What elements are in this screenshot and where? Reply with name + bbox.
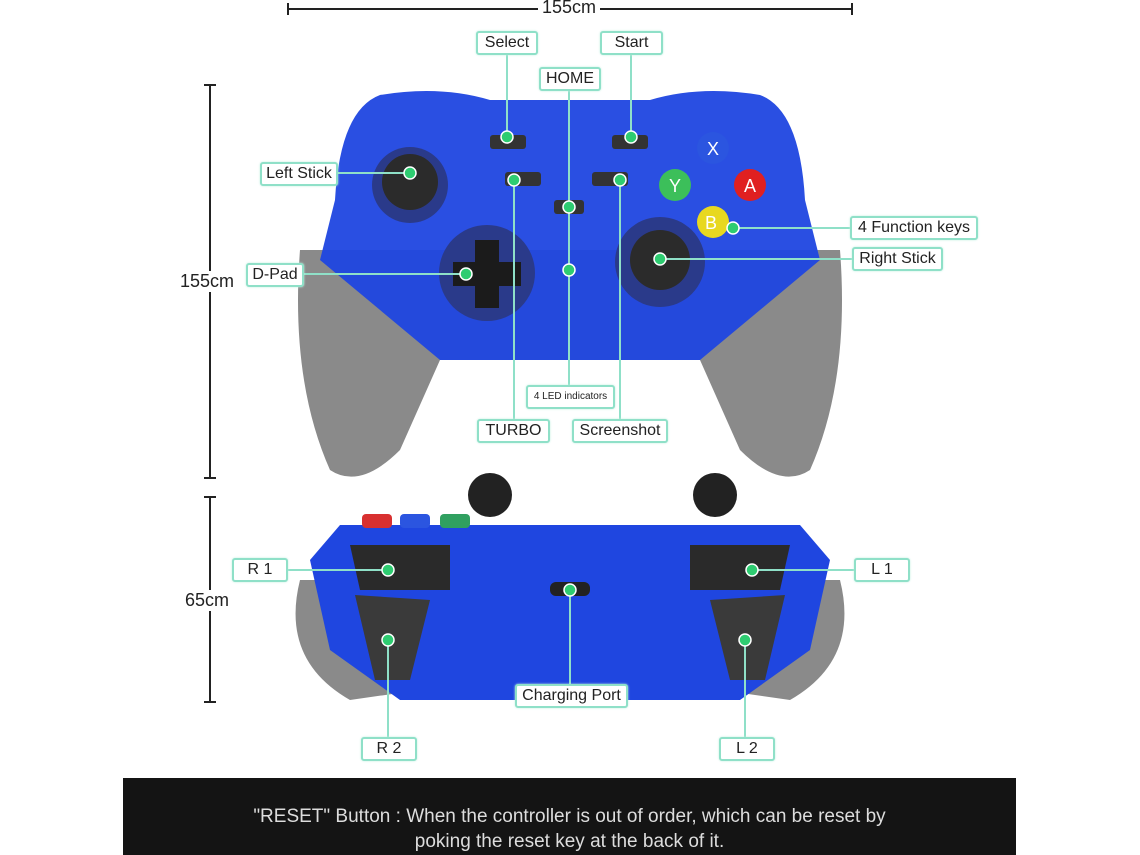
depth-dimension: 65cm [185, 590, 230, 611]
label-screenshot: Screenshot [572, 419, 668, 443]
label-select: Select [476, 31, 538, 55]
label-led-indicators: 4 LED indicators [526, 385, 615, 409]
label-start: Start [600, 31, 663, 55]
label-function-keys: 4 Function keys [850, 216, 978, 240]
reset-note-line1: "RESET" Button : When the controller is … [253, 806, 886, 827]
label-turbo: TURBO [477, 419, 550, 443]
reset-note-line2: poking the reset key at the back of it. [414, 831, 725, 852]
a-button: A [744, 176, 756, 196]
label-l1: L 1 [854, 558, 910, 582]
label-l2: L 2 [719, 737, 775, 761]
label-r1: R 1 [232, 558, 288, 582]
height-dimension: 155cm [180, 271, 235, 292]
width-dimension: 155cm [538, 0, 601, 18]
x-button: X [707, 139, 719, 159]
label-right-stick: Right Stick [852, 247, 943, 271]
label-charging-port: Charging Port [515, 684, 628, 708]
callout-lines [287, 55, 854, 737]
y-button: Y [669, 176, 681, 196]
b-button: B [705, 213, 717, 233]
label-dpad: D-Pad [246, 263, 304, 287]
reset-note-banner: "RESET" Button : When the controller is … [123, 778, 1016, 855]
callout-dots [381, 130, 759, 647]
label-home: HOME [539, 67, 601, 91]
label-left-stick: Left Stick [260, 162, 338, 186]
label-r2: R 2 [361, 737, 417, 761]
